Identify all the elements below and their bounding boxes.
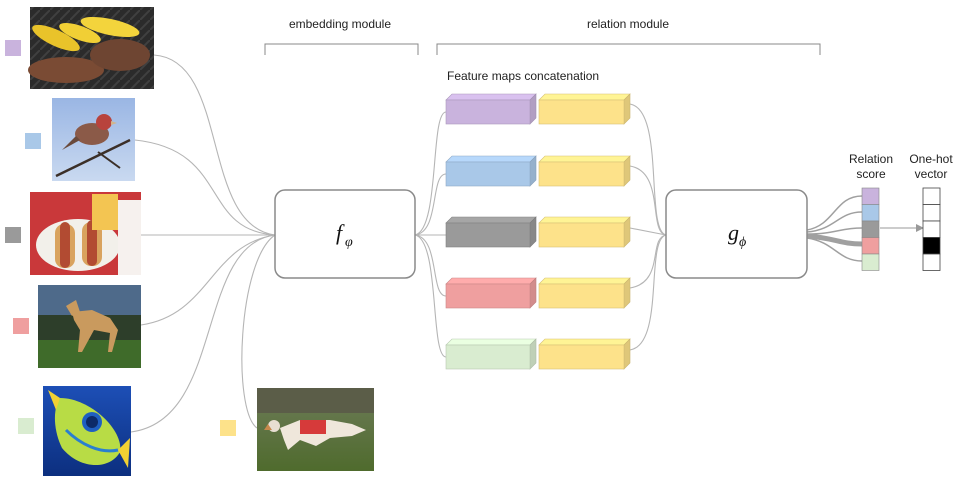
embedding-bracket — [264, 43, 419, 55]
sample-color-green — [18, 418, 34, 434]
grilled-corn-steak-photo — [28, 7, 154, 89]
relation-score-vector — [861, 187, 880, 271]
sample-color-purple — [5, 40, 21, 56]
relation-score-cell — [861, 220, 880, 238]
feature-map-sample-gray — [445, 216, 537, 248]
feature-map-query-2 — [538, 155, 631, 187]
feature-map-query-5 — [538, 338, 631, 370]
relation-function-block: g ϕ — [665, 189, 808, 279]
embedding-module-label: embedding module — [289, 17, 391, 31]
onehot-cell — [922, 204, 941, 222]
sample-color-red — [13, 318, 29, 334]
feature-maps-label: Feature maps concatenation — [447, 69, 599, 83]
feature-map-query-3 — [538, 216, 631, 248]
feature-map-sample-green — [445, 338, 537, 370]
relation-connections — [629, 103, 667, 351]
relation-module-label: relation module — [587, 17, 669, 31]
g-subscript: ϕ — [739, 235, 746, 250]
onehot-cell — [922, 253, 941, 271]
query-color-yellow — [220, 420, 236, 436]
sample-color-gray — [5, 227, 21, 243]
onehot-cell — [922, 187, 941, 205]
g-symbol: g — [728, 220, 739, 245]
onehot-cell — [922, 237, 941, 255]
sample-color-blue — [25, 133, 41, 149]
hotdog-photo — [30, 192, 141, 275]
relation-score-label-1: Relation — [849, 152, 893, 166]
feature-map-query-1 — [538, 93, 631, 125]
relation-bracket — [436, 43, 821, 55]
feature-map-query-4 — [538, 277, 631, 309]
arrow-head-icon — [916, 224, 924, 232]
relation-score-label-2: score — [856, 167, 886, 181]
relation-score-cell — [861, 237, 880, 255]
relation-score-cell — [861, 253, 880, 271]
relation-score-cell — [861, 204, 880, 222]
running-dog-photo — [257, 388, 374, 471]
onehot-label-2: vector — [915, 167, 948, 181]
embedding-function-block: f φ — [274, 189, 416, 279]
onehot-label-1: One-hot — [909, 152, 953, 166]
embedding-connections — [414, 111, 447, 358]
relation-score-cell — [861, 187, 880, 205]
score-connections — [806, 195, 863, 262]
tropical-fish-photo — [43, 386, 131, 476]
f-subscript: φ — [345, 235, 353, 250]
f-symbol: f — [336, 220, 345, 245]
feature-map-sample-purple — [445, 93, 537, 125]
feature-map-sample-red — [445, 277, 537, 309]
onehot-cell — [922, 220, 941, 238]
feature-map-sample-blue — [445, 155, 537, 187]
input-connections — [130, 54, 276, 433]
dog-standing-photo — [38, 285, 141, 368]
bird-photo — [52, 98, 135, 181]
onehot-vector — [922, 187, 941, 271]
feature-maps — [445, 93, 631, 370]
